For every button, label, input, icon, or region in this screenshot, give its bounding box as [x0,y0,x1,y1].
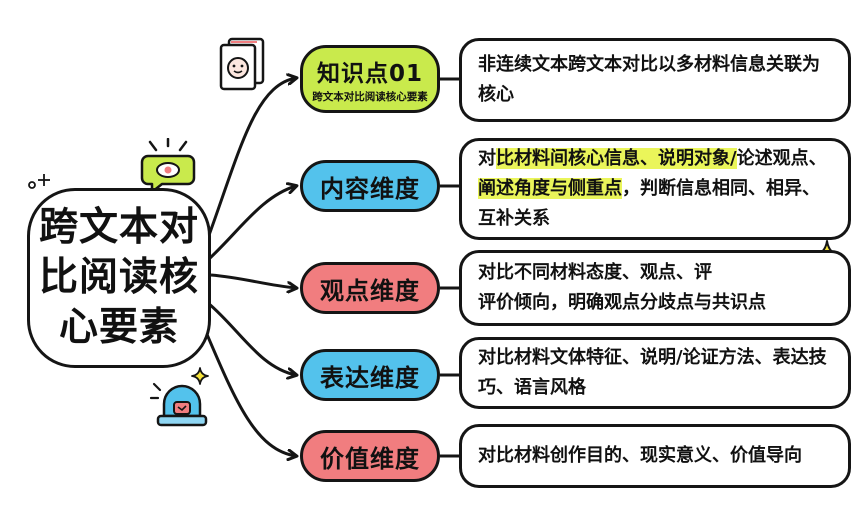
branch-viewpoint-dimension: 观点维度 [300,262,440,314]
card-content-dimension: 对比材料间核心信息、说明对象/论述观点、阐述角度与侧重点，判断信息相同、相异、互… [459,138,851,240]
card-knowledge-point: 非连续文本跨文本对比以多材料信息关联为核心 [459,38,851,122]
central-title-line-1: 跨文本对 [38,205,199,250]
branch-label: 内容维度 [320,174,420,203]
text-run: 对比材料创作目的、现实意义、价值导向 [478,445,802,466]
card-text: 对比材料间核心信息、说明对象/论述观点、阐述角度与侧重点，判断信息相同、相异、互… [478,144,832,234]
card-text: 对比材料文体特征、说明/论证方法、表达技巧、语言风格 [478,343,832,403]
branch-label: 价值维度 [320,444,420,473]
text-run: ，判断信息相同、相异、互补关系 [478,178,820,229]
plus-sparkle-icon [28,174,50,189]
branch-label: 知识点01 [316,61,423,87]
document-face-icon [219,37,265,91]
central-topic-title: 跨文本对 比阅读核 心要素 [39,203,199,353]
card-expression-dimension: 对比材料文体特征、说明/论证方法、表达技巧、语言风格 [459,337,851,409]
chat-bubble-eye-icon [140,138,196,194]
text-run: 非连续文本跨文本对比以多材料信息关联为核心 [478,54,820,105]
card-text: 对比材料创作目的、现实意义、价值导向 [478,441,802,471]
connector-to-content [208,186,296,260]
branch-expression-dimension: 表达维度 [300,349,440,401]
connector-to-expression [207,301,296,375]
connector-to-knowledge [206,78,296,239]
branch-label: 观点维度 [320,276,420,305]
branch-value-dimension: 价值维度 [300,430,440,482]
central-topic-node: 跨文本对 比阅读核 心要素 [27,188,211,368]
card-text: 非连续文本跨文本对比以多材料信息关联为核心 [478,50,832,110]
connector-to-value [201,324,296,456]
branch-sublabel: 跨文本对比阅读核心要素 [312,91,428,103]
highlighted-text: 阐述角度与侧重点 [478,178,622,199]
central-title-line-2: 比阅读核 [38,255,199,300]
card-value-dimension: 对比材料创作目的、现实意义、价值导向 [459,424,851,488]
card-viewpoint-dimension: 对比不同材料态度、观点、评 评价倾向，明确观点分歧点与共识点 [459,250,851,326]
text-run: 论述观点、 [736,148,827,169]
alarm-light-icon [149,367,209,427]
branch-content-dimension: 内容维度 [300,160,440,212]
text-run: 对 [478,148,496,169]
central-title-line-3: 心要素 [58,305,179,350]
connector-to-viewpoint [210,273,296,288]
text-run: 对比不同材料态度、观点、评 评价倾向，明确观点分歧点与共识点 [478,262,766,313]
text-run: 对比材料文体特征、说明/论证方法、表达技巧、语言风格 [478,347,827,398]
branch-knowledge-point: 知识点01 跨文本对比阅读核心要素 [300,45,440,113]
card-text: 对比不同材料态度、观点、评 评价倾向，明确观点分歧点与共识点 [478,258,766,318]
branch-label: 表达维度 [320,363,420,392]
highlighted-text: 比材料间核心信息、说明对象/ [496,148,737,169]
